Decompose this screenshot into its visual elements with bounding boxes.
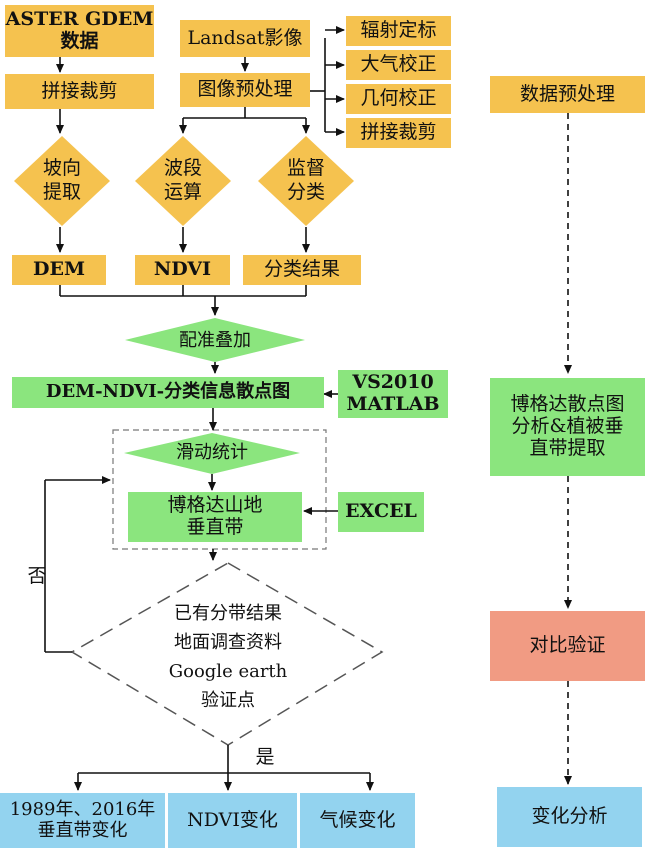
slope-text: 坡向 提取 (26, 156, 98, 206)
substep-radiometric: 辐射定标 (346, 16, 451, 46)
output1-line2: 垂直带变化 (37, 819, 128, 841)
excel-label: EXCEL (345, 500, 417, 523)
register-label: 配准叠加 (179, 329, 251, 351)
aster-line1: ASTER GDEM (5, 8, 154, 31)
excel-box: EXCEL (338, 492, 424, 532)
dem-box: DEM (12, 255, 106, 285)
substep-label-3: 几何校正 (360, 87, 437, 110)
substep-label-2: 大气校正 (360, 53, 437, 76)
supervised-line2: 分类 (286, 181, 325, 203)
output3-label: 气候变化 (319, 808, 396, 831)
sliding-group-border (112, 429, 327, 550)
output2-label: NDVI变化 (187, 808, 278, 831)
classification-result-box: 分类结果 (243, 255, 361, 285)
substep-atmospheric: 大气校正 (346, 50, 451, 80)
output-climate-change: 气候变化 (300, 793, 415, 848)
sliding-text: 滑动统计 (150, 441, 274, 465)
diamond-supervised (258, 136, 354, 226)
classification-result-label: 分类结果 (263, 258, 340, 281)
check-line4: 验证点 (201, 689, 255, 711)
output-ndvi-change: NDVI变化 (168, 793, 297, 848)
aster-line2: 数据 (60, 30, 99, 52)
right-step2-line2: 分析&植被垂 (511, 415, 624, 438)
supervised-text: 监督 分类 (270, 156, 342, 206)
register-text: 配准叠加 (150, 328, 280, 354)
ndvi-label: NDVI (153, 258, 212, 281)
band-text: 波段 运算 (147, 156, 219, 206)
mosaic-label-1: 拼接裁剪 (41, 79, 118, 102)
right-step2-line3: 直带提取 (529, 436, 606, 459)
tools-box: VS2010 MATLAB (338, 370, 448, 418)
no-label: 否 (27, 565, 47, 587)
substep-mosaic: 拼接裁剪 (346, 118, 451, 148)
right-step4-label: 变化分析 (531, 805, 608, 828)
scatter-plot-label: DEM-NDVI-分类信息散点图 (45, 381, 291, 403)
supervised-line1: 监督 (286, 157, 325, 180)
right-comparison-validation: 对比验证 (490, 611, 645, 681)
sliding-label: 滑动统计 (176, 441, 248, 463)
substep-label-1: 辐射定标 (360, 19, 437, 42)
right-scatter-analysis: 博格达散点图 分析&植被垂 直带提取 (490, 378, 645, 476)
diamond-sliding (124, 433, 300, 474)
right-step1-label: 数据预处理 (519, 82, 615, 105)
bogda-box: 博格达山地 垂直带 (128, 492, 302, 542)
aster-gdem-box: ASTER GDEM 数据 (5, 5, 154, 57)
check-text: 已有分带结果 地面调查资料 Google earth 验证点 (120, 598, 336, 718)
preprocess-label: 图像预处理 (197, 78, 293, 101)
output1-line1: 1989年、2016年 (9, 798, 156, 820)
diamond-slope (14, 136, 110, 226)
scatter-plot-box: DEM-NDVI-分类信息散点图 (12, 377, 324, 408)
substep-label-4: 拼接裁剪 (360, 121, 437, 144)
bogda-line1: 博格达山地 (167, 494, 263, 517)
band-line1: 波段 (163, 157, 202, 180)
dem-label: DEM (33, 258, 85, 281)
diamond-register (125, 318, 305, 362)
bogda-line2: 垂直带 (186, 516, 244, 538)
ndvi-box: NDVI (135, 255, 230, 285)
mosaic-box-1: 拼接裁剪 (5, 74, 154, 109)
check-line3: Google earth (168, 661, 288, 682)
landsat-box: Landsat影像 (180, 20, 310, 57)
check-line1: 已有分带结果 (174, 603, 282, 625)
tools-line2: MATLAB (346, 393, 440, 415)
tools-line1: VS2010 (352, 371, 434, 394)
slope-line1: 坡向 (42, 157, 81, 180)
right-step3-label: 对比验证 (529, 634, 606, 657)
landsat-label: Landsat影像 (187, 26, 303, 49)
check-line2: 地面调查资料 (174, 632, 282, 654)
preprocess-box: 图像预处理 (180, 73, 310, 107)
diamond-band (135, 136, 231, 226)
right-step2-line1: 博格达散点图 (510, 393, 625, 416)
substep-geometric: 几何校正 (346, 84, 451, 114)
band-line2: 运算 (163, 181, 202, 203)
output-vertical-belt-change: 1989年、2016年 垂直带变化 (0, 793, 165, 848)
right-change-analysis: 变化分析 (497, 787, 642, 847)
right-data-preprocess: 数据预处理 (490, 76, 645, 113)
slope-line2: 提取 (42, 181, 81, 203)
yes-label: 是 (255, 746, 275, 768)
